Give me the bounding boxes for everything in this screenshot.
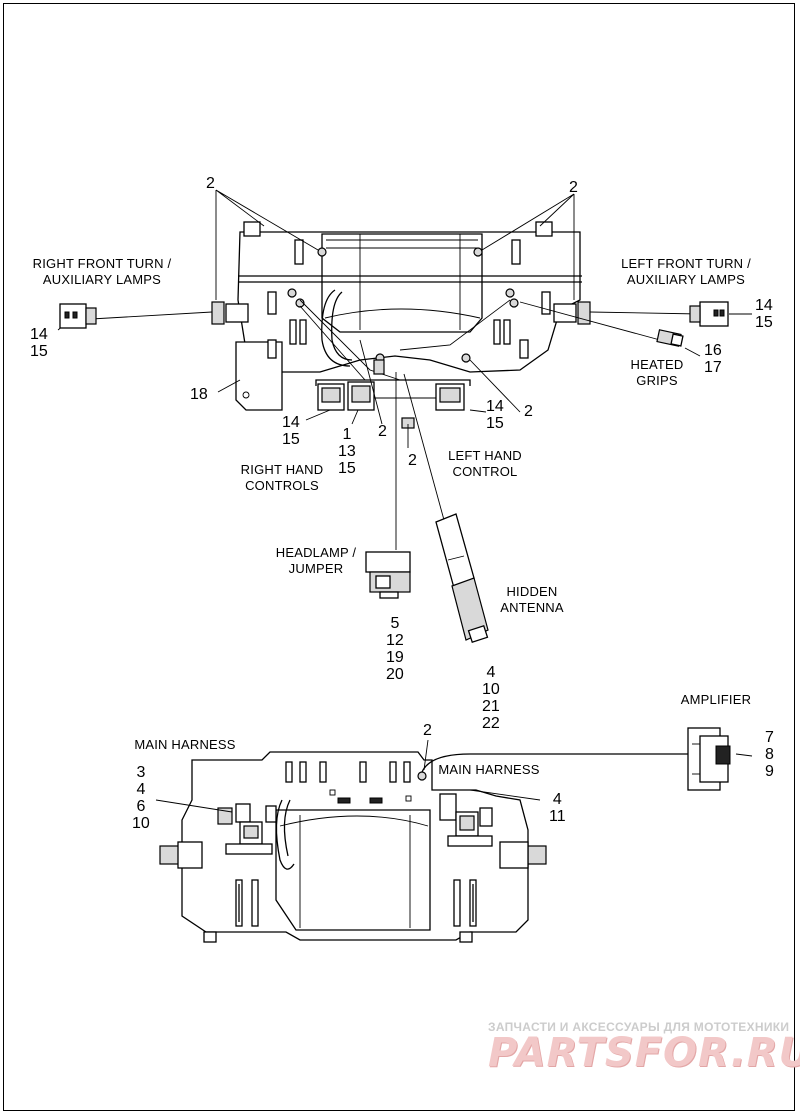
callout-number: 15 bbox=[755, 314, 773, 331]
callout-2-bottom: 2 bbox=[423, 722, 432, 739]
watermark-logo: PARTSFOR.RU bbox=[488, 1030, 800, 1076]
label-right-front-turn: RIGHT FRONT TURN / AUXILIARY LAMPS bbox=[12, 256, 192, 288]
label-amplifier: AMPLIFIER bbox=[680, 692, 752, 707]
callout-number: 15 bbox=[30, 343, 48, 360]
label-line: AUXILIARY LAMPS bbox=[626, 272, 746, 287]
callout-number: 22 bbox=[482, 715, 500, 732]
callout-number: 14 bbox=[30, 326, 48, 343]
callout-2-mid: 2 bbox=[408, 452, 417, 469]
label-main-harness-left: MAIN HARNESS bbox=[134, 737, 236, 752]
callout-number: 11 bbox=[549, 808, 566, 825]
callout-number: 10 bbox=[482, 681, 500, 698]
callout-rhc-1-13-15: 1 13 15 bbox=[338, 426, 356, 477]
label-line: HEATED bbox=[630, 357, 684, 372]
label-heated-grips: HEATED GRIPS bbox=[622, 357, 692, 389]
callout-number: 15 bbox=[282, 431, 300, 448]
label-line: RIGHT HAND bbox=[240, 462, 324, 477]
upper-leader-lines bbox=[57, 189, 752, 550]
label-line: CONTROL bbox=[452, 464, 518, 479]
label-hidden-antenna: HIDDEN ANTENNA bbox=[492, 584, 572, 616]
callout-left-lamp: 14 15 bbox=[755, 297, 773, 331]
callout-heated-grips: 16 17 bbox=[704, 342, 722, 376]
label-left-front-turn: LEFT FRONT TURN / AUXILIARY LAMPS bbox=[606, 256, 766, 288]
label-left-hand-control: LEFT HAND CONTROL bbox=[440, 448, 530, 480]
callout-18: 18 bbox=[190, 386, 208, 403]
heated-grips-connector-shape bbox=[656, 329, 684, 347]
callout-number: 15 bbox=[338, 460, 356, 477]
diagram-border bbox=[3, 3, 795, 1111]
callout-number: 8 bbox=[765, 746, 774, 763]
label-line: CONTROLS bbox=[245, 478, 319, 493]
label-line: RIGHT FRONT TURN / bbox=[32, 256, 172, 271]
label-main-harness-right: MAIN HARNESS bbox=[438, 762, 540, 777]
upper-fairing-bracket bbox=[211, 221, 591, 429]
callout-number: 7 bbox=[765, 729, 774, 746]
callout-2-lhc: 2 bbox=[524, 403, 533, 420]
callout-2-top-left: 2 bbox=[206, 175, 215, 192]
callout-rhc-14-15: 14 15 bbox=[282, 414, 300, 448]
label-line: HEADLAMP / bbox=[275, 545, 357, 560]
callout-number: 20 bbox=[386, 666, 404, 683]
antenna-connector-shape bbox=[435, 513, 489, 643]
label-right-hand-controls: RIGHT HAND CONTROLS bbox=[232, 462, 332, 494]
callout-number: 4 bbox=[486, 664, 496, 681]
callout-number: 15 bbox=[486, 415, 504, 432]
callout-main-harness-left: 3 4 6 10 bbox=[132, 764, 150, 832]
label-line: LEFT FRONT TURN / bbox=[621, 256, 751, 271]
label-line: ANTENNA bbox=[500, 600, 564, 615]
callout-headlamp: 5 12 19 20 bbox=[386, 615, 404, 683]
callout-number: 17 bbox=[704, 359, 722, 376]
label-headlamp-jumper: HEADLAMP / JUMPER bbox=[268, 545, 364, 577]
callout-number: 5 bbox=[390, 615, 400, 632]
callout-number: 12 bbox=[386, 632, 404, 649]
amplifier-connector-shape bbox=[687, 727, 731, 791]
watermark-subtitle: ЗАПЧАСТИ И АКСЕССУАРЫ ДЛЯ МОТОТЕХНИКИ bbox=[488, 1020, 790, 1034]
callout-number: 21 bbox=[482, 698, 500, 715]
callout-number: 19 bbox=[386, 649, 404, 666]
callout-number: 3 bbox=[136, 764, 146, 781]
label-line: LEFT HAND bbox=[448, 448, 522, 463]
headlamp-connector-shape bbox=[365, 551, 411, 599]
callout-number: 14 bbox=[282, 414, 300, 431]
callout-number: 10 bbox=[132, 815, 150, 832]
lower-bracket bbox=[159, 751, 547, 943]
lower-leader-lines bbox=[155, 739, 753, 813]
callout-lhc-14-15: 14 15 bbox=[486, 398, 504, 432]
callout-number: 1 bbox=[342, 426, 352, 443]
label-line: AUXILIARY LAMPS bbox=[42, 272, 162, 287]
callout-number: 13 bbox=[338, 443, 356, 460]
callout-number: 16 bbox=[704, 342, 722, 359]
callout-number: 14 bbox=[755, 297, 773, 314]
right-lamp-connector-shape bbox=[59, 303, 97, 329]
callout-right-lamp: 14 15 bbox=[30, 326, 48, 360]
left-lamp-connector-shape bbox=[689, 301, 729, 327]
callout-number: 6 bbox=[136, 798, 146, 815]
callout-2-rhc: 2 bbox=[378, 423, 387, 440]
callout-number: 9 bbox=[765, 763, 774, 780]
callout-number: 4 bbox=[552, 791, 562, 808]
label-line: HIDDEN bbox=[506, 584, 558, 599]
label-line: JUMPER bbox=[288, 561, 344, 576]
callout-2-top-right: 2 bbox=[569, 179, 578, 196]
callout-antenna: 4 10 21 22 bbox=[482, 664, 500, 732]
callout-main-harness-right: 4 11 bbox=[549, 791, 566, 825]
callout-number: 14 bbox=[486, 398, 504, 415]
callout-number: 4 bbox=[136, 781, 146, 798]
callout-amplifier: 7 8 9 bbox=[765, 729, 774, 780]
label-line: GRIPS bbox=[636, 373, 678, 388]
